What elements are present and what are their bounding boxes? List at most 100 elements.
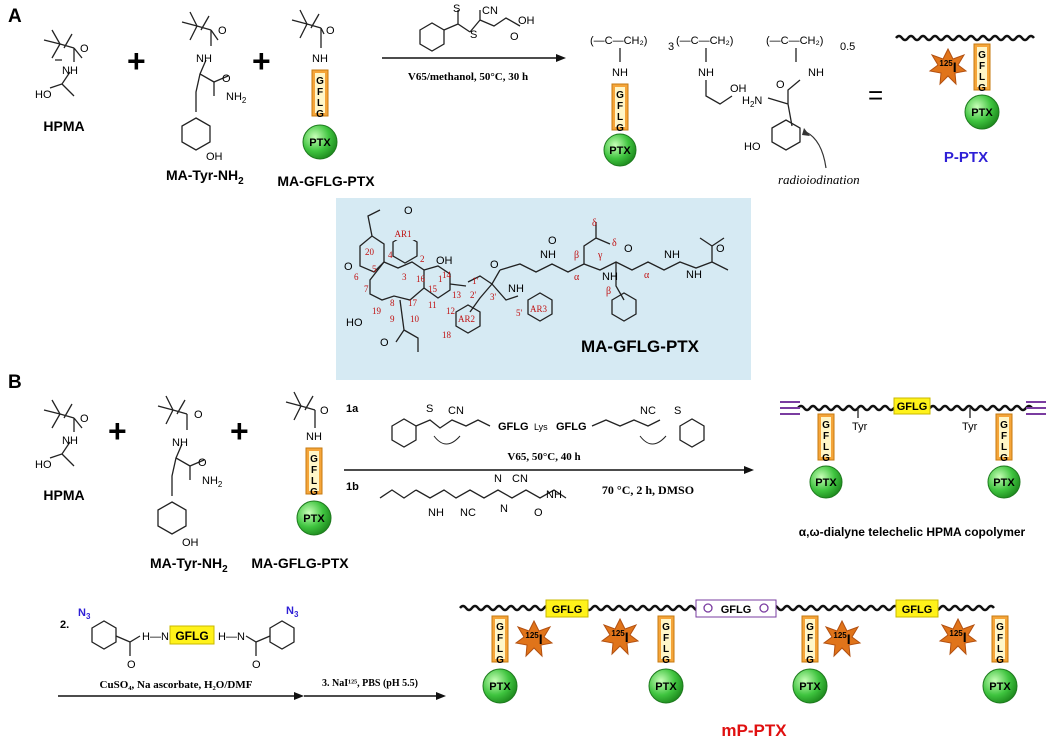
svg-text:16: 16: [416, 274, 426, 284]
gflg-ptx-label-b: MA-GFLG-PTX: [251, 555, 349, 571]
svg-text:O: O: [218, 25, 227, 37]
svg-text:O: O: [194, 409, 203, 421]
p-ptx-cartoon: 125I G F L G PTX: [895, 34, 1035, 130]
svg-text:AR1: AR1: [394, 229, 411, 239]
svg-text:H—N: H—N: [142, 631, 169, 643]
svg-text:O: O: [404, 205, 413, 217]
structure-box-title: MA-GFLG-PTX: [581, 337, 700, 356]
svg-text:L: L: [997, 644, 1003, 655]
svg-text:O: O: [198, 457, 207, 469]
svg-text:S: S: [453, 3, 460, 15]
gflg-ptx-monomer-a: O NH G F L G PTX: [291, 9, 338, 160]
hpma-label-b: HPMA: [43, 487, 84, 503]
svg-text:13: 13: [452, 290, 462, 300]
svg-text:GFLG: GFLG: [556, 421, 587, 433]
tyr-label-b: MA-Tyr-NH2: [150, 555, 228, 575]
hpma-structure-b: O NH HO: [35, 399, 89, 471]
svg-text:G: G: [316, 109, 324, 120]
conditions-step-2: CuSO₄, Na ascorbate, H₂O/DMF: [100, 679, 253, 691]
svg-text:70 °C, 2 h, DMSO: 70 °C, 2 h, DMSO: [602, 483, 694, 497]
svg-text:PTX: PTX: [993, 477, 1015, 489]
svg-text:N3: N3: [286, 605, 299, 619]
gflg-ptx-monomer-b: O NH G F L G PTX: [285, 391, 332, 536]
svg-text:17: 17: [408, 298, 418, 308]
svg-text:O: O: [222, 73, 231, 85]
gflg-ptx-label-a: MA-GFLG-PTX: [277, 173, 375, 189]
svg-text:1a: 1a: [346, 403, 359, 415]
plus-sign: +: [230, 413, 249, 449]
svg-text:CN: CN: [512, 473, 528, 485]
svg-text:PTX: PTX: [609, 145, 631, 157]
svg-text:NH: NH: [664, 249, 680, 261]
svg-text:N3: N3: [78, 607, 91, 621]
svg-text:Tyr: Tyr: [962, 421, 978, 433]
svg-text:O: O: [344, 261, 353, 273]
svg-text:F: F: [979, 61, 985, 72]
mp-ptx-label: mP-PTX: [721, 721, 787, 740]
svg-text:NH: NH: [62, 65, 78, 77]
svg-text:F: F: [317, 87, 323, 98]
svg-text:O: O: [490, 259, 499, 271]
ptx-sphere-label: PTX: [309, 137, 331, 149]
svg-text:20: 20: [365, 247, 375, 257]
svg-text:4: 4: [388, 250, 393, 260]
svg-text:HO: HO: [35, 89, 52, 101]
svg-text:S: S: [674, 405, 681, 417]
svg-text:CN: CN: [482, 5, 498, 17]
svg-text:F: F: [823, 431, 829, 442]
svg-text:F: F: [1001, 431, 1007, 442]
svg-text:HO: HO: [744, 141, 761, 153]
svg-text:O: O: [548, 235, 557, 247]
svg-text:G: G: [996, 622, 1004, 633]
svg-text:L: L: [317, 98, 323, 109]
svg-text:2: 2: [420, 254, 425, 264]
svg-text:γ: γ: [597, 250, 603, 261]
svg-text:G: G: [310, 454, 318, 465]
svg-text:V65, 50°C, 40 h: V65, 50°C, 40 h: [507, 451, 580, 463]
panel-a-label: A: [8, 6, 22, 27]
svg-text:NH: NH: [686, 269, 702, 281]
svg-text:5: 5: [372, 264, 377, 274]
svg-text:G: G: [496, 655, 504, 666]
svg-text:OH: OH: [206, 151, 223, 163]
svg-text:3': 3': [490, 292, 497, 302]
svg-text:G: G: [978, 83, 986, 94]
svg-text:NC: NC: [460, 507, 476, 519]
svg-text:PTX: PTX: [655, 681, 677, 693]
svg-text:L: L: [497, 644, 503, 655]
tyr-label-a: MA-Tyr-NH2: [166, 167, 244, 187]
svg-text:CN: CN: [448, 405, 464, 417]
svg-text:5': 5': [516, 308, 523, 318]
svg-text:δ: δ: [612, 238, 617, 249]
svg-text:Lys: Lys: [534, 422, 548, 432]
svg-text:G: G: [996, 655, 1004, 666]
svg-text:L: L: [1001, 442, 1007, 453]
svg-text:125I: 125I: [525, 631, 542, 647]
svg-text:H2N: H2N: [742, 95, 762, 109]
svg-text:11: 11: [428, 300, 437, 310]
svg-text:NH: NH: [312, 53, 328, 65]
step-2-reagent: 2. N3 O H—N GFLG H—N O N3: [60, 605, 299, 671]
dialyne-caption: α,ω-dialyne telechelic HPMA copolymer: [799, 525, 1026, 539]
svg-text:NH: NH: [428, 507, 444, 519]
svg-text:β: β: [574, 250, 579, 261]
equals-sign: =: [868, 80, 883, 110]
svg-text:S: S: [470, 29, 477, 41]
svg-text:G: G: [616, 123, 624, 134]
tyr-structure-a: O NH O NH2 OH: [181, 11, 247, 163]
svg-text:1b: 1b: [346, 481, 359, 493]
svg-text:O: O: [716, 243, 725, 255]
p-ptx-label: P-PTX: [944, 149, 988, 166]
radioiodination-label: radioiodination: [778, 172, 860, 187]
svg-text:F: F: [617, 101, 623, 112]
svg-text:AR3: AR3: [530, 304, 548, 314]
svg-text:NH: NH: [62, 435, 78, 447]
svg-text:HO: HO: [346, 317, 363, 329]
svg-text:NC: NC: [640, 405, 656, 417]
svg-text:HO: HO: [35, 459, 52, 471]
svg-text:O: O: [510, 31, 519, 43]
plus-sign: +: [127, 43, 146, 79]
svg-text:NH: NH: [612, 67, 628, 79]
svg-text:NH: NH: [808, 67, 824, 79]
